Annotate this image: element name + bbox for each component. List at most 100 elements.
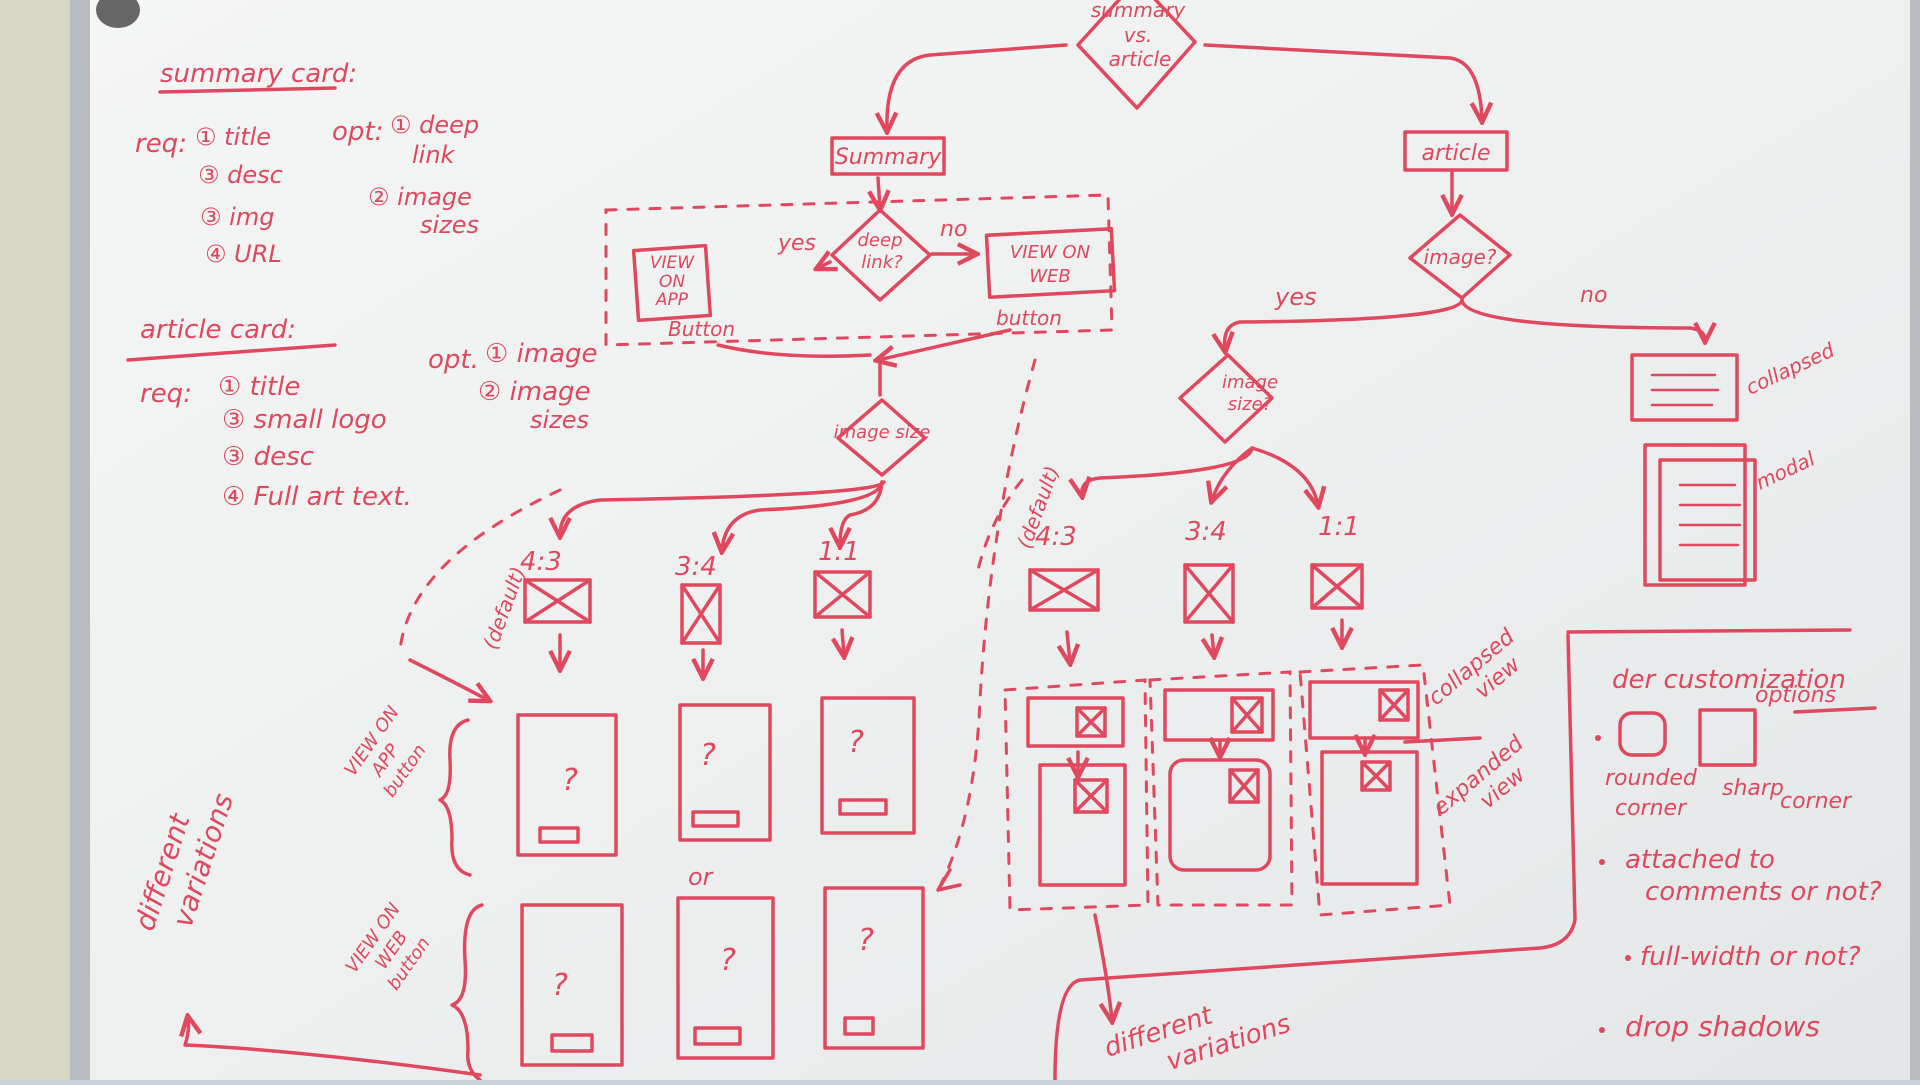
summary-opt-item: ① deep bbox=[390, 111, 479, 139]
customization-frame bbox=[1566, 628, 1852, 634]
customization-bullet: full-width or not? bbox=[1640, 942, 1861, 972]
view-app-text: VIEW bbox=[650, 253, 695, 273]
card-sketch: ? bbox=[516, 713, 618, 857]
image-size-left-text: image size bbox=[834, 422, 931, 443]
image-size-right-text: size? bbox=[1228, 394, 1273, 415]
deep-link-text: deep bbox=[858, 230, 903, 251]
summary-opt-item: ② image bbox=[368, 183, 472, 211]
view-web-caption: button bbox=[996, 306, 1062, 330]
question-mark: ? bbox=[848, 725, 864, 760]
image-placeholder bbox=[1183, 563, 1235, 624]
dashed-group-box bbox=[604, 193, 1114, 347]
no-label-right: no bbox=[1580, 283, 1607, 308]
article-req-item: ① title bbox=[218, 372, 300, 402]
ratio-11-left: 1:1 bbox=[818, 537, 860, 567]
view-web-box bbox=[984, 226, 1117, 299]
card-sketch: ? bbox=[820, 696, 916, 835]
summary-req-item: ① title bbox=[195, 123, 271, 151]
card-sketch: ? bbox=[678, 703, 772, 842]
summary-box-label: Summary bbox=[835, 145, 942, 170]
article-opt-item: ① image bbox=[485, 339, 598, 369]
summary-req-item: ③ img bbox=[200, 203, 274, 231]
brace-web bbox=[450, 903, 484, 1082]
article-opt-item: ② image bbox=[478, 377, 591, 407]
collapsed-sketch bbox=[1630, 353, 1739, 422]
article-variant-11 bbox=[1298, 663, 1452, 917]
rounded-label: corner bbox=[1615, 796, 1688, 821]
image-placeholder bbox=[1310, 563, 1364, 610]
summary-req-label: req: bbox=[135, 129, 187, 159]
article-req-label: req: bbox=[140, 379, 192, 409]
image-size-diamond-left bbox=[836, 398, 927, 477]
image-placeholder bbox=[523, 578, 592, 624]
view-app-text: APP bbox=[655, 290, 689, 310]
or-label: or bbox=[688, 863, 715, 891]
article-card-heading: article card: bbox=[140, 315, 296, 345]
summary-req-item: ③ desc bbox=[198, 161, 283, 189]
ratio-34-right: 3:4 bbox=[1185, 517, 1227, 547]
ratio-11-right: 1:1 bbox=[1318, 512, 1360, 542]
sharp-label: corner bbox=[1780, 789, 1853, 814]
ratio-34-left: 3:4 bbox=[675, 552, 717, 582]
summary-card-heading: summary card: bbox=[160, 59, 357, 89]
view-app-box bbox=[631, 243, 713, 323]
card-sketch: ? bbox=[823, 886, 925, 1050]
article-opt-label: opt. bbox=[428, 345, 479, 375]
image-placeholder bbox=[680, 583, 722, 645]
board-surface bbox=[90, 0, 1910, 1085]
yes-label-right: yes bbox=[1274, 283, 1316, 311]
view-web-text: WEB bbox=[1029, 266, 1071, 287]
question-mark: ? bbox=[552, 968, 568, 1003]
summary-req-item: ④ URL bbox=[205, 240, 282, 268]
top-decision-text: vs. bbox=[1124, 23, 1153, 47]
image-diamond bbox=[1408, 213, 1512, 300]
view-divider bbox=[1403, 736, 1482, 744]
sharp-label: sharp bbox=[1722, 776, 1784, 801]
summary-opt-label: opt: bbox=[332, 117, 383, 147]
yes-label: yes bbox=[777, 231, 816, 256]
image-placeholder bbox=[1028, 568, 1100, 612]
connector-line bbox=[1053, 633, 1577, 1082]
article-variant-34 bbox=[1148, 670, 1294, 907]
article-req-item: ③ desc bbox=[222, 442, 314, 472]
article-box bbox=[1403, 130, 1509, 172]
customization-bullet: comments or not? bbox=[1645, 877, 1882, 907]
question-mark: ? bbox=[700, 738, 716, 773]
image-placeholder bbox=[813, 570, 872, 619]
article-variant-43 bbox=[1003, 678, 1150, 912]
view-app-text: ON bbox=[659, 272, 685, 292]
summary-box bbox=[830, 136, 946, 176]
question-mark: ? bbox=[562, 763, 578, 798]
brace-app bbox=[438, 718, 472, 877]
card-sketch: ? bbox=[520, 903, 624, 1067]
image-size-diamond-right bbox=[1178, 353, 1274, 444]
article-req-item: ④ Full art text. bbox=[222, 482, 412, 512]
view-app-caption: Button bbox=[668, 317, 735, 341]
customization-bullet: attached to bbox=[1625, 845, 1775, 875]
view-web-text: VIEW ON bbox=[1010, 242, 1090, 263]
article-req-item: ③ small logo bbox=[222, 405, 387, 435]
magnet bbox=[96, 0, 140, 28]
top-decision-text: summary bbox=[1091, 0, 1187, 22]
deep-link-diamond bbox=[830, 208, 932, 302]
top-decision-diamond bbox=[1076, 0, 1197, 110]
question-mark: ? bbox=[720, 943, 736, 978]
modal-sketch bbox=[1643, 443, 1747, 587]
ratio-43-right: 4:3 bbox=[1035, 522, 1077, 552]
ratio-43-left: 4:3 bbox=[520, 547, 562, 577]
customization-heading: der customization bbox=[1612, 665, 1846, 695]
card-sketch: ? bbox=[676, 896, 775, 1060]
deep-link-text: link? bbox=[861, 252, 903, 273]
summary-opt-item: sizes bbox=[420, 211, 479, 239]
top-decision-text: article bbox=[1109, 47, 1172, 71]
article-box-label: article bbox=[1421, 141, 1490, 166]
customization-bullet: drop shadows bbox=[1625, 1010, 1820, 1043]
no-label: no bbox=[940, 217, 967, 242]
rounded-corner-sketch bbox=[1618, 711, 1667, 757]
customization-heading: options bbox=[1755, 683, 1836, 708]
image-diamond-text: image? bbox=[1424, 245, 1497, 269]
image-size-right-text: image bbox=[1222, 372, 1278, 393]
question-mark: ? bbox=[858, 923, 874, 958]
